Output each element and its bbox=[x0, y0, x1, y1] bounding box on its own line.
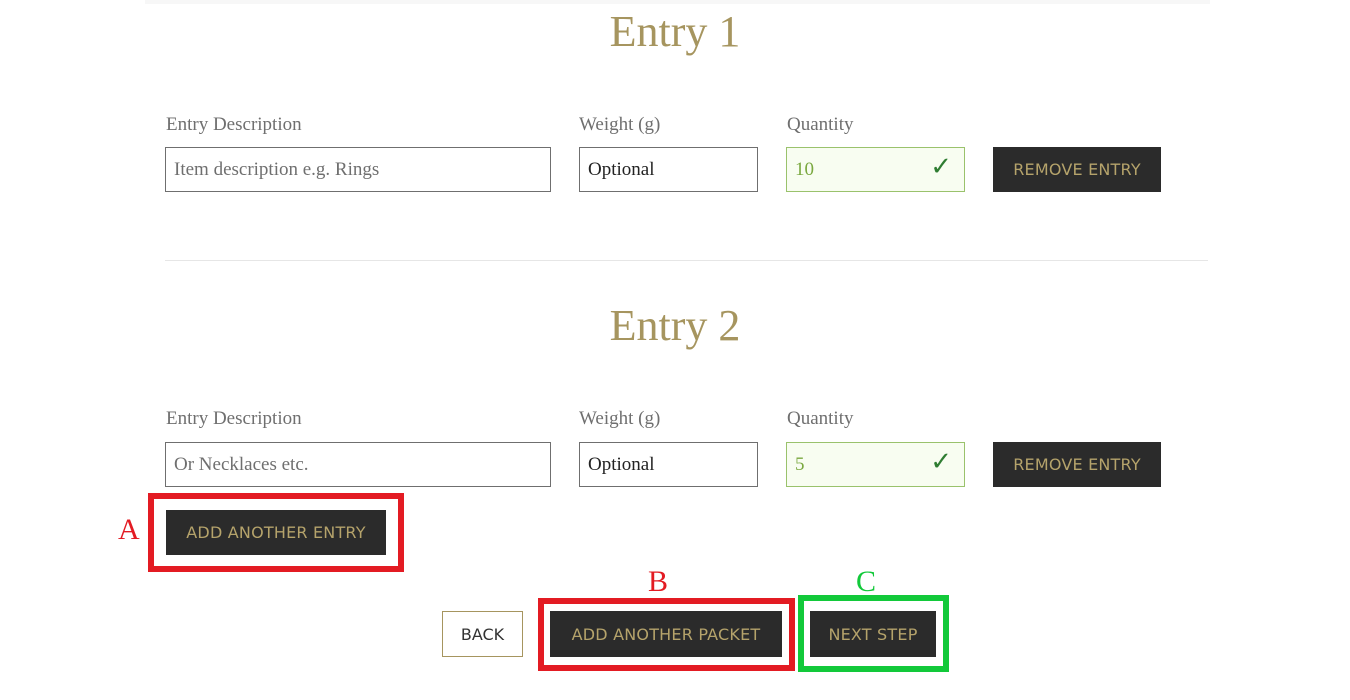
entry-1-quantity-field: ✓ bbox=[786, 147, 965, 192]
entry-divider bbox=[165, 260, 1208, 261]
entry-2-description-label: Entry Description bbox=[166, 408, 302, 429]
entry-1-weight-label: Weight (g) bbox=[579, 114, 661, 135]
entry-2-remove-button[interactable]: REMOVE ENTRY bbox=[993, 442, 1161, 487]
entry-2-title: Entry 2 bbox=[609, 301, 741, 350]
entry-2-weight-label: Weight (g) bbox=[579, 408, 661, 429]
back-button[interactable]: BACK bbox=[442, 611, 523, 657]
checkmark-icon: ✓ bbox=[930, 447, 952, 477]
annotation-label-c: C bbox=[856, 565, 877, 598]
annotation-label-b: B bbox=[648, 565, 669, 598]
add-another-entry-button[interactable]: ADD ANOTHER ENTRY bbox=[166, 510, 386, 555]
entry-2-quantity-field: ✓ bbox=[786, 442, 965, 487]
add-another-packet-button[interactable]: ADD ANOTHER PACKET bbox=[550, 611, 782, 657]
entry-1-description-input[interactable] bbox=[165, 147, 551, 192]
entry-1-title: Entry 1 bbox=[609, 7, 741, 56]
entry-2-quantity-input[interactable] bbox=[787, 443, 927, 486]
entry-1-quantity-input[interactable] bbox=[787, 148, 927, 191]
top-strip bbox=[145, 0, 1210, 4]
annotation-label-a: A bbox=[118, 513, 140, 546]
entry-2-description-input[interactable] bbox=[165, 442, 551, 487]
entry-2-weight-input[interactable] bbox=[579, 442, 758, 487]
entry-1-weight-input[interactable] bbox=[579, 147, 758, 192]
entry-1-remove-button[interactable]: REMOVE ENTRY bbox=[993, 147, 1161, 192]
checkmark-icon: ✓ bbox=[930, 152, 952, 182]
next-step-button[interactable]: NEXT STEP bbox=[810, 611, 936, 657]
entry-1-quantity-label: Quantity bbox=[787, 114, 854, 135]
entry-2-quantity-label: Quantity bbox=[787, 408, 854, 429]
entry-1-description-label: Entry Description bbox=[166, 114, 302, 135]
